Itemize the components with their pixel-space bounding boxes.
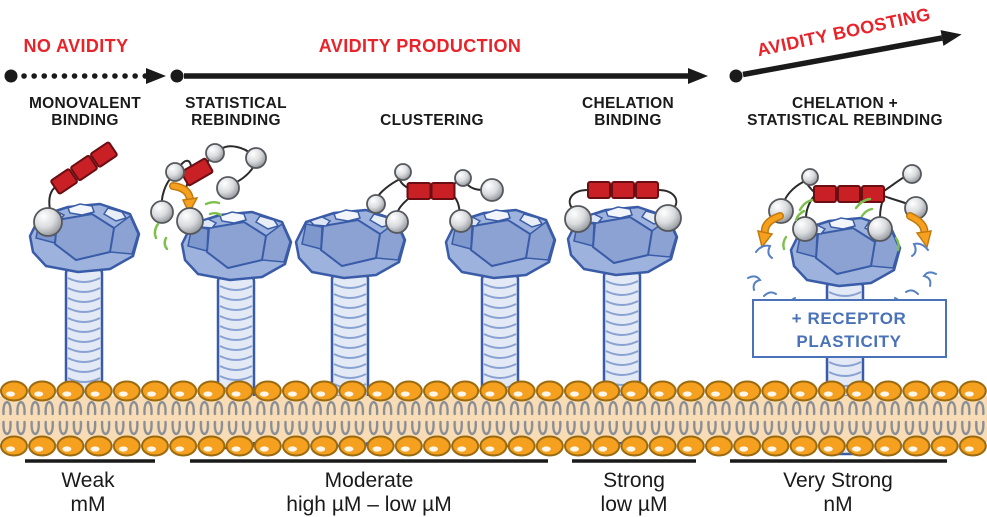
ligand-sphere-bound (867, 216, 893, 242)
ligand-sphere (394, 163, 412, 181)
mechanism-chelation-line1: CHELATION (582, 95, 674, 112)
rebinding-arrow-icon (756, 212, 784, 249)
ligand-sphere-bound (176, 207, 204, 235)
ligand-sphere-bound (449, 209, 473, 233)
ligand-sphere (902, 164, 922, 184)
ligand-sphere (216, 176, 240, 200)
plasticity-marks (747, 242, 937, 309)
ligand-sphere-bound (792, 216, 818, 242)
ligand-sphere (366, 194, 386, 214)
scene-chelation-statistical-rebinding: + RECEPTOR PLASTICITY (747, 164, 947, 358)
stage-label-avidity-production: AVIDITY PRODUCTION (319, 36, 522, 56)
scene-monovalent-binding (33, 141, 118, 237)
rebinding-arrow-icon (906, 212, 932, 249)
ligand-sphere (165, 162, 185, 182)
mechanism-chelation-rebinding-line2: STATISTICAL REBINDING (747, 112, 943, 129)
ligand-rod (180, 157, 214, 187)
ligand-sphere-bound (385, 210, 409, 234)
affinity-range-weak: mM (71, 493, 106, 516)
mechanism-chelation-rebinding-line1: CHELATION + (792, 95, 898, 112)
affinity-scale: Weak mM Moderate high µM – low µM Strong… (25, 459, 947, 516)
mechanism-monovalent-line1: MONOVALENT (29, 95, 141, 112)
vibration-marks (782, 197, 900, 252)
mechanism-statistical-line1: STATISTICAL (185, 95, 287, 112)
stage-label-no-avidity: NO AVIDITY (23, 36, 128, 56)
affinity-range-moderate: high µM – low µM (286, 493, 451, 516)
plasticity-box-line2: PLASTICITY (796, 332, 901, 351)
plasticity-box-line1: + RECEPTOR (792, 309, 907, 328)
rebinding-arrow-icon (169, 182, 199, 215)
mechanism-monovalent-line2: BINDING (51, 112, 119, 129)
ligand-rod (587, 181, 659, 199)
ligand-sphere (480, 178, 504, 202)
affinity-strength-very-strong: Very Strong (783, 469, 893, 492)
lipid-heads-bottom (0, 434, 987, 458)
rising-arrow-icon (729, 30, 962, 83)
ligand-rod (813, 185, 885, 203)
mechanism-clustering: CLUSTERING (380, 112, 484, 129)
ligand-sphere (454, 169, 472, 187)
lipid-heads-top (0, 379, 987, 403)
affinity-range-strong: low µM (601, 493, 668, 516)
affinity-range-very-strong: nM (823, 493, 852, 516)
affinity-strength-weak: Weak (61, 469, 115, 492)
ligand-sphere-bound (564, 205, 592, 233)
ligand-sphere-bound (654, 204, 682, 232)
ligand-sphere (150, 200, 174, 224)
scene-statistical-rebinding (150, 143, 267, 251)
ligand-rod (406, 182, 456, 200)
mechanism-statistical-line2: REBINDING (191, 112, 281, 129)
stage-label-avidity-boosting: AVIDITY BOOSTING (755, 4, 932, 60)
vibration-marks (153, 201, 223, 251)
timeline: NO AVIDITY AVIDITY PRODUCTION AVIDITY BO… (4, 4, 962, 84)
mechanism-chelation-line2: BINDING (594, 112, 662, 129)
scene-chelation-binding (564, 181, 682, 233)
dotted-arrow-icon (4, 68, 166, 84)
receptor-plasticity-box: + RECEPTOR PLASTICITY (752, 299, 947, 358)
ligand-sphere (33, 207, 63, 237)
affinity-strength-strong: Strong (603, 469, 665, 492)
ligand-rod (50, 141, 118, 195)
cell-membrane (0, 379, 987, 458)
mechanism-labels: MONOVALENT BINDING STATISTICAL REBINDING… (29, 95, 943, 129)
lipid-tails (0, 398, 987, 438)
affinity-strength-moderate: Moderate (325, 469, 414, 492)
solid-arrow-icon (170, 68, 708, 84)
ligand-sphere (205, 143, 225, 163)
ligand-sphere (801, 168, 819, 186)
ligand-sphere (245, 147, 267, 169)
scene-clustering (366, 163, 504, 234)
